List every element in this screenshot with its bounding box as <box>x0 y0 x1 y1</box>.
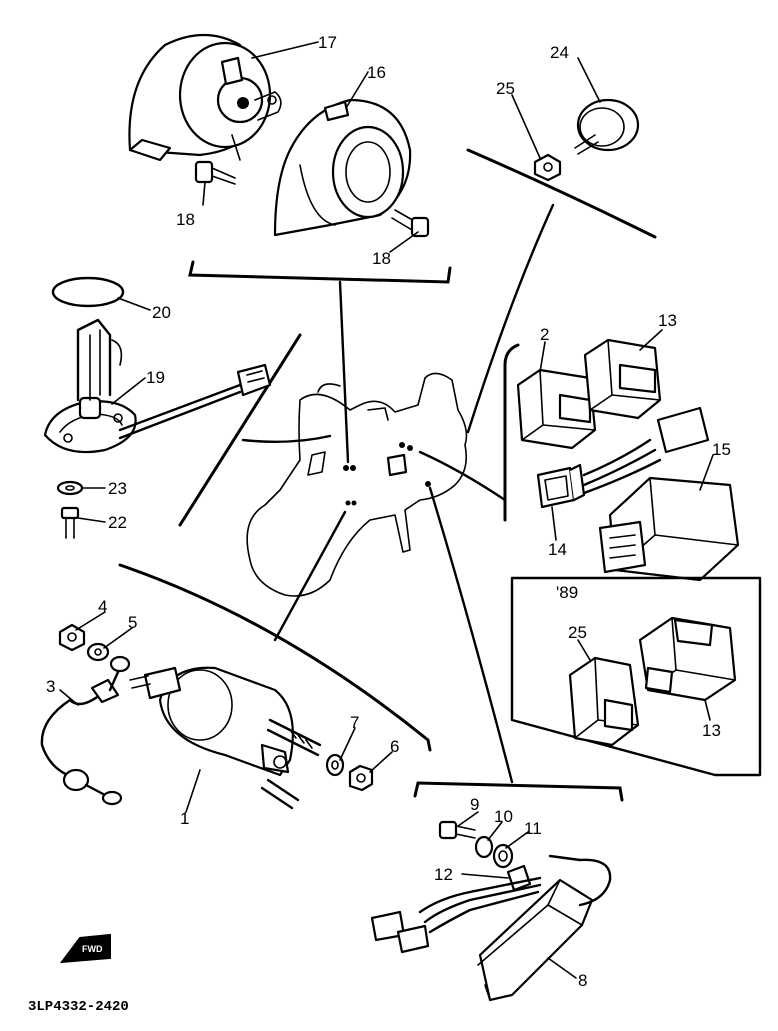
part-screw-21 <box>60 506 80 539</box>
callout-25: 25 <box>568 623 587 642</box>
callout-2: 2 <box>540 325 549 344</box>
part-adapter-14 <box>536 406 710 509</box>
part-horn-17 <box>128 33 282 162</box>
callout-8: 8 <box>578 971 587 990</box>
drawing-code: 3LP4332-2420 <box>28 999 129 1015</box>
part-gasket-20 <box>51 276 125 308</box>
part-relay-13b <box>638 616 737 702</box>
part-washer-11 <box>492 843 514 869</box>
callout-7: 7 <box>350 713 359 732</box>
part-nut-4 <box>58 623 86 652</box>
callout-20: 20 <box>152 303 171 322</box>
callout-15: 15 <box>712 440 731 459</box>
part-washer-22 <box>56 480 84 496</box>
callout-13-upper: 13 <box>658 311 677 330</box>
inset-label: '89 <box>556 583 578 602</box>
part-bolt-18b <box>391 209 430 238</box>
part-sender-19 <box>43 318 272 454</box>
callout-18-left: 18 <box>176 210 195 229</box>
callout-12: 12 <box>434 865 453 884</box>
part-collar-12 <box>506 864 532 892</box>
callout-13-inset: 13 <box>702 721 721 740</box>
part-relay-2 <box>516 368 597 450</box>
part-solenoid-1 <box>129 666 322 810</box>
part-horn-16 <box>273 98 412 237</box>
callout-6: 6 <box>390 737 399 756</box>
part-washer-5 <box>86 642 110 662</box>
part-cdi-15 <box>598 476 740 582</box>
group-brackets <box>118 148 657 802</box>
callout-21: 22 <box>108 513 127 532</box>
callout-11: 11 <box>524 819 542 838</box>
part-nut-6 <box>348 764 374 792</box>
fwd-mark: FWD <box>59 933 111 964</box>
leader-lines <box>241 203 555 784</box>
part-bolt-9 <box>438 820 476 840</box>
callout-10: 10 <box>494 807 513 826</box>
callout-17: 17 <box>318 33 337 52</box>
fwd-label: FWD <box>82 944 103 954</box>
motorcycle-frame <box>246 372 468 597</box>
callout-19: 19 <box>146 368 165 387</box>
part-washer-7 <box>325 753 345 777</box>
part-washer-10 <box>474 835 494 859</box>
part-relay-13a <box>583 338 662 420</box>
callout-18-right: 18 <box>372 249 391 268</box>
callout-3: 3 <box>46 677 55 696</box>
callout-16: 16 <box>367 63 386 82</box>
part-relay-25 <box>568 656 640 747</box>
part-nut-24 <box>533 153 562 182</box>
callout-9: 9 <box>470 795 479 814</box>
callout-leaders <box>59 41 714 979</box>
callout-labels: 17 16 18 18 24 25 20 19 23 22 2 13 15 14… <box>46 33 731 990</box>
part-regulator-8 <box>370 854 612 1002</box>
part-cap-23 <box>574 98 640 155</box>
callout-22: 23 <box>108 479 127 498</box>
callout-1: 1 <box>180 809 189 828</box>
callout-4: 4 <box>98 597 107 616</box>
part-bolt-18a <box>194 160 236 185</box>
part-lead-3 <box>40 655 131 806</box>
callout-5: 5 <box>128 613 137 632</box>
callout-24: 25 <box>496 79 515 98</box>
callout-23: 24 <box>550 43 569 62</box>
callout-14: 14 <box>548 540 567 559</box>
inset-89-box: '89 <box>510 576 762 777</box>
